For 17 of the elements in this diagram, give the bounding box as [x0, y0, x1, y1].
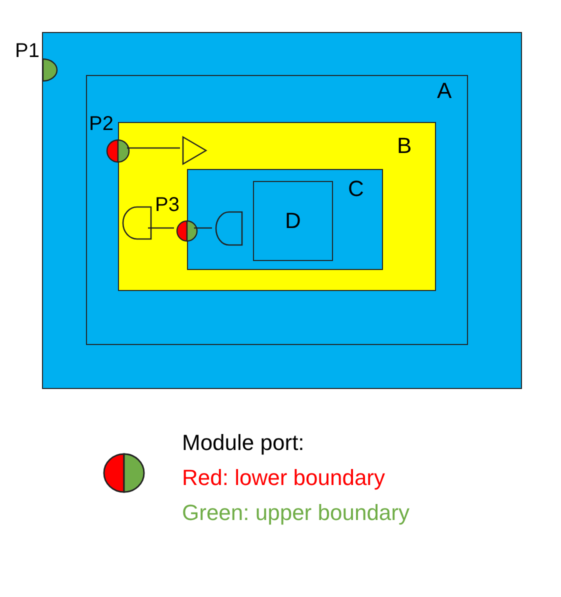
module-box [118, 122, 436, 291]
legend-text: Red: lower boundary [182, 464, 386, 492]
legend-text: Green: upper boundary [182, 499, 410, 527]
wire [194, 227, 212, 229]
port-label: P3 [155, 195, 180, 215]
module-label: A [437, 80, 452, 102]
module-label: C [348, 178, 364, 200]
wire [127, 147, 180, 149]
wire [148, 227, 174, 229]
module-box [187, 169, 383, 270]
port-label: P1 [15, 41, 40, 61]
port-label: P2 [89, 114, 114, 134]
module-box [86, 75, 468, 345]
module-label: B [397, 135, 412, 157]
module-label: D [285, 210, 301, 232]
legend-title: Module port: [182, 429, 306, 457]
module-box [253, 181, 333, 261]
